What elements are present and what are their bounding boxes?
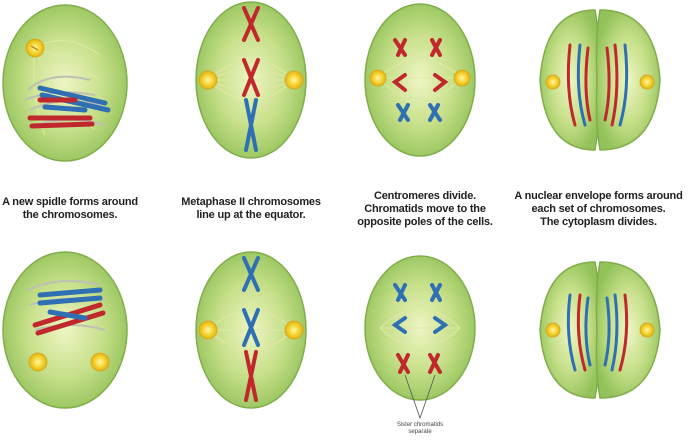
cell-telophase-top [540, 10, 660, 150]
caption-telophase: A nuclear envelope forms around each set… [506, 190, 691, 229]
caption-anaphase: Centromeres divide. Chromatids move to t… [350, 190, 500, 229]
cell-telophase-bottom [540, 262, 660, 398]
centrosome-icon [26, 39, 44, 57]
caption-prophase: A new spidle forms around the chromosome… [0, 196, 140, 222]
cell-metaphase-top [196, 2, 306, 158]
cell-anaphase-bottom [365, 256, 475, 418]
caption-metaphase: Metaphase II chromosomes line up at the … [176, 196, 326, 222]
cell-prophase-bottom [3, 252, 127, 408]
sister-chromatids-annotation: Sister chromatids separate [390, 422, 450, 436]
cell-prophase-top [3, 5, 127, 161]
cell-anaphase-top [365, 4, 475, 156]
cell-metaphase-bottom [196, 252, 306, 408]
